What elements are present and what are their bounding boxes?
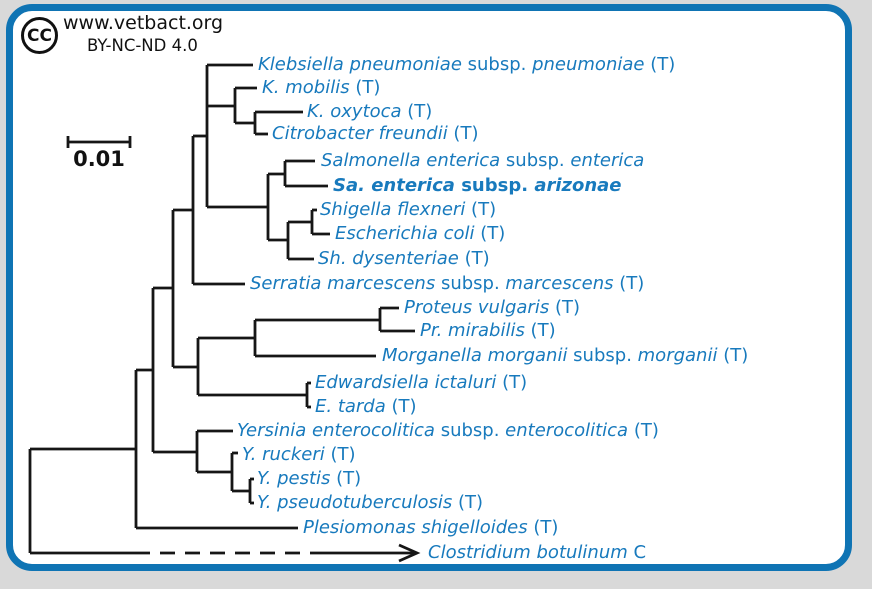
taxon-label-3: Citrobacter freundii (T) — [272, 123, 479, 144]
creative-commons-icon: CC — [21, 17, 58, 54]
taxon-label-17: Y. pestis (T) — [257, 468, 362, 489]
taxon-label-12: Morganella morganii subsp. morganii (T) — [382, 345, 749, 366]
taxon-label-0: Klebsiella pneumoniae subsp. pneumoniae … — [258, 54, 676, 75]
taxon-label-8: Sh. dysenteriae (T) — [318, 248, 490, 269]
site-url-text: www.vetbact.org — [63, 12, 224, 34]
taxon-label-16: Y. ruckeri (T) — [242, 444, 356, 465]
taxon-label-9: Serratia marcescens subsp. marcescens (T… — [250, 273, 645, 294]
taxon-label-4: Salmonella enterica subsp. enterica — [321, 150, 645, 171]
taxon-label-14: E. tarda (T) — [315, 396, 417, 417]
taxon-label-6: Shigella flexneri (T) — [320, 199, 497, 220]
taxon-label-10: Proteus vulgaris (T) — [404, 297, 580, 318]
taxon-label-20: Clostridium botulinum C — [428, 542, 647, 563]
figure-frame — [6, 4, 852, 571]
taxon-label-13: Edwardsiella ictaluri (T) — [315, 372, 528, 393]
scale-bar-label: 0.01 — [73, 147, 125, 171]
taxon-label-19: Plesiomonas shigelloides (T) — [303, 517, 559, 538]
taxon-label-2: K. oxytoca (T) — [307, 101, 433, 122]
taxon-label-11: Pr. mirabilis (T) — [420, 320, 556, 341]
license-text: BY-NC-ND 4.0 — [87, 36, 198, 55]
taxon-label-1: K. mobilis (T) — [262, 77, 381, 98]
taxon-label-18: Y. pseudotuberculosis (T) — [257, 492, 484, 513]
taxon-label-5: Sa. enterica subsp. arizonae — [333, 175, 622, 196]
arrowhead-icon — [398, 543, 421, 563]
taxon-label-15: Yersinia enterocolitica subsp. enterocol… — [237, 420, 659, 441]
taxon-label-7: Escherichia coli (T) — [335, 223, 506, 244]
